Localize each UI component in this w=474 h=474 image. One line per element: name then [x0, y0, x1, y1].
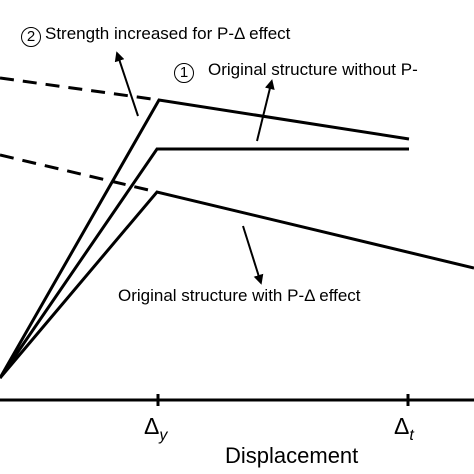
label-original-with-p-delta-text: Original structure with P-Δ effect: [118, 286, 361, 305]
tick-label-delta-y: Δy: [144, 414, 167, 448]
label-strength-increased-text: Strength increased for P-Δ effect: [45, 24, 291, 43]
tick-label-delta-y-symbol: Δ: [144, 413, 160, 439]
arrow-original-with-p-delta: [242, 225, 264, 285]
tick-label-delta-t: Δt: [394, 414, 414, 448]
curve-strength-increased: [0, 98, 410, 379]
arrow-strength-increased: [114, 51, 139, 117]
curve-original-with-p-delta-dashed: [0, 153, 158, 194]
circled-number-1: 1: [174, 63, 194, 83]
label-original-without-p-delta-text: Original structure without P-: [208, 60, 418, 79]
label-original-with-p-delta: Original structure with P-Δ effect: [118, 286, 361, 306]
label-original-without-p-delta: 1 Original structure without P-: [174, 60, 418, 83]
tick-label-delta-t-symbol: Δ: [394, 413, 410, 439]
x-axis-label: Displacement: [225, 443, 359, 468]
tick-label-delta-t-subscript: t: [409, 427, 414, 444]
arrow-original-without-p-delta: [256, 79, 275, 142]
circled-number-2: 2: [21, 27, 41, 47]
curve-original-with-p-delta: [0, 190, 474, 379]
tick-label-delta-y-subscript: y: [159, 427, 168, 444]
curve-strength-increased-dashed: [0, 76, 160, 102]
curve-original-without-p-delta: [0, 147, 409, 379]
